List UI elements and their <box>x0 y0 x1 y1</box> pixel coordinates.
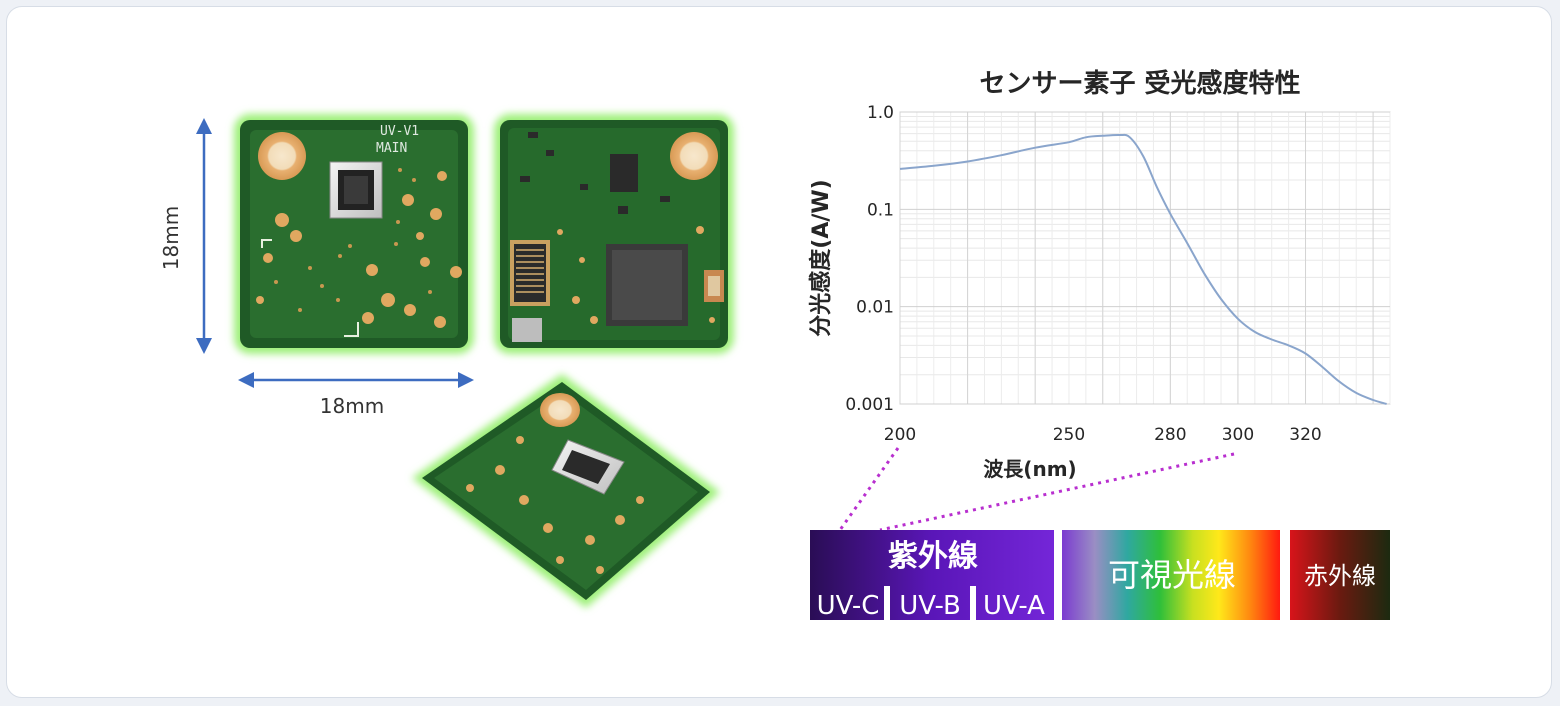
uv-band <box>810 530 1054 620</box>
uvc-label: UV-C <box>817 591 880 621</box>
y-axis-label: 分光感度(A/W) <box>808 179 834 336</box>
height-dimension-arrow <box>196 118 212 354</box>
board-front-image: UV-V1 MAIN <box>234 114 474 354</box>
spectrum-bar: 紫外線 UV-C UV-B UV-A 可視光線 赤外線 <box>810 530 1390 621</box>
x-tick-label: 320 <box>1289 425 1321 445</box>
sensitivity-chart: センサー素子 受光感度特性 0.001 0.01 0.1 1.0 200 250 280 3… <box>808 68 1391 481</box>
infrared-band-label: 赤外線 <box>1304 562 1376 590</box>
chart-title: センサー素子 受光感度特性 <box>979 68 1300 99</box>
board-back-image <box>494 114 734 354</box>
infrared-band <box>1290 530 1390 620</box>
uv-band-label: 紫外線 <box>888 539 978 574</box>
plot-area <box>899 111 1391 405</box>
visible-band-label: 可視光線 <box>1108 556 1236 594</box>
y-tick-label: 0.01 <box>856 298 894 318</box>
visible-band <box>1062 530 1280 620</box>
y-tick-label: 0.001 <box>845 395 894 415</box>
board-silkscreen-line2: MAIN <box>376 141 407 156</box>
x-tick-label: 250 <box>1053 425 1085 445</box>
x-tick-label: 300 <box>1222 425 1254 445</box>
width-dimension-label: 18mm <box>320 394 384 418</box>
uv-range-connectors <box>838 447 1235 532</box>
sensitivity-series-line <box>899 133 1387 405</box>
board-silkscreen-line1: UV-V1 <box>380 124 419 139</box>
width-dimension-arrow <box>238 372 474 388</box>
x-tick-label: 280 <box>1154 425 1186 445</box>
uvb-label: UV-B <box>899 591 961 621</box>
board-angled-image <box>412 374 720 608</box>
x-tick-label: 200 <box>884 425 916 445</box>
y-tick-label: 1.0 <box>867 103 894 123</box>
uva-label: UV-A <box>983 591 1045 621</box>
y-tick-label: 0.1 <box>867 200 894 220</box>
x-tick-labels: 200 250 280 300 320 <box>884 425 1322 445</box>
y-tick-labels: 0.001 0.01 0.1 1.0 <box>845 103 894 415</box>
height-dimension-label: 18mm <box>159 206 183 270</box>
x-axis-label: 波長(nm) <box>983 457 1076 481</box>
